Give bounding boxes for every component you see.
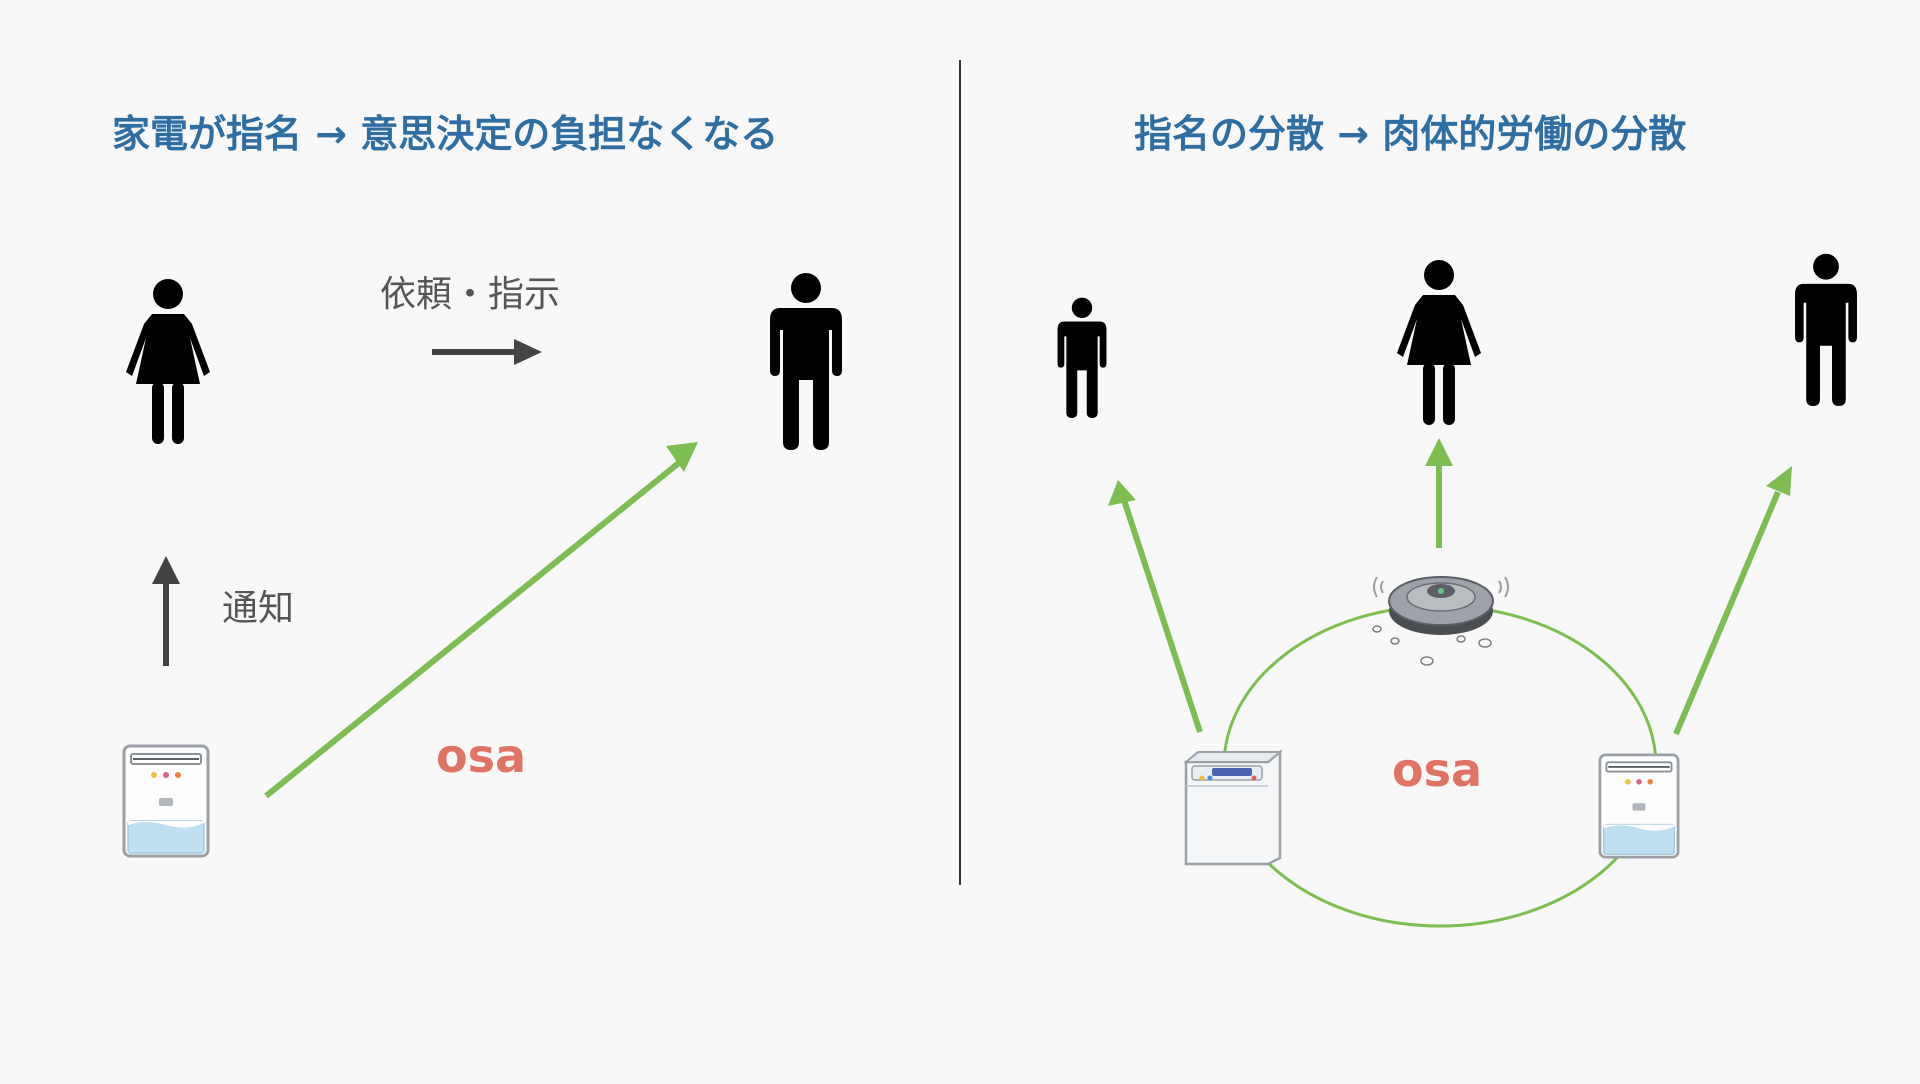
left-brand-label: osa bbox=[436, 729, 526, 783]
request-label: 依頼・指示 bbox=[380, 274, 560, 315]
request-arrow bbox=[432, 339, 542, 365]
left-panel-title: 家電が指名 → 意思決定の負担なくなる bbox=[112, 112, 778, 156]
woman-icon bbox=[126, 279, 210, 444]
right-brand-label: osa bbox=[1392, 743, 1482, 797]
man-icon bbox=[1057, 297, 1107, 418]
water-dispenser-icon bbox=[1598, 753, 1680, 859]
notify-arrow bbox=[152, 556, 180, 666]
assign-arrow-right-1 bbox=[1108, 480, 1203, 733]
washing-machine-icon bbox=[1183, 749, 1283, 866]
man-icon bbox=[1795, 253, 1857, 406]
robot-vacuum-icon bbox=[1372, 576, 1509, 666]
water-dispenser-icon bbox=[122, 744, 210, 858]
assign-arrow-left bbox=[264, 442, 698, 799]
man-icon bbox=[770, 273, 842, 450]
right-panel-title: 指名の分散 → 肉体的労働の分散 bbox=[1134, 112, 1686, 156]
notify-label: 通知 bbox=[222, 588, 294, 629]
assign-arrow-right-3 bbox=[1673, 466, 1792, 736]
assign-arrow-right-2 bbox=[1425, 438, 1453, 548]
woman-icon bbox=[1397, 260, 1481, 425]
